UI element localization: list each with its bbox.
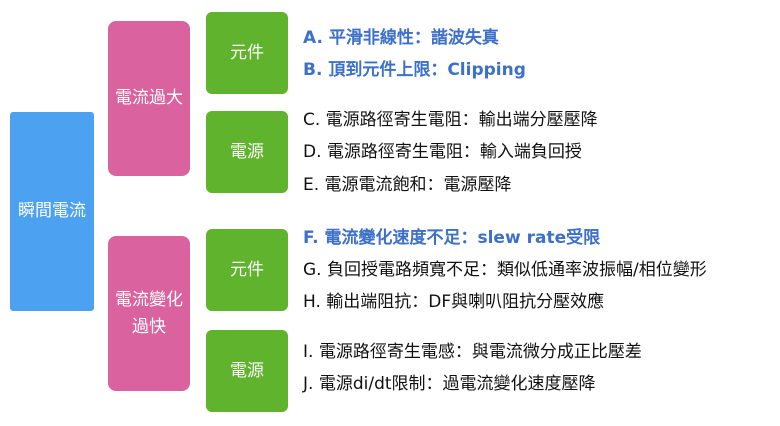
branch-node-fast-current-change: 電流變化 過快 xyxy=(108,236,190,391)
cause-item-a: A. 平滑非線性：諧波失真 xyxy=(303,28,499,48)
group-node-power-supply: 電源 xyxy=(206,330,288,412)
cause-item-b: B. 頂到元件上限：Clipping xyxy=(303,60,526,80)
branch-label: 電流過大 xyxy=(115,88,183,108)
branch-label-line: 電流變化 xyxy=(115,289,183,310)
group-label: 元件 xyxy=(230,259,264,280)
group-label: 元件 xyxy=(230,42,264,63)
group-label: 電源 xyxy=(230,360,264,381)
cause-item-g: G. 負回授電路頻寬不足：類似低通率波振幅/相位變形 xyxy=(303,260,707,280)
cause-item-f: F. 電流變化速度不足：slew rate受限 xyxy=(303,228,601,248)
branch-label: 電流變化 過快 xyxy=(115,287,183,341)
root-label: 瞬間電流 xyxy=(18,201,86,221)
group-node-power-supply: 電源 xyxy=(206,111,288,193)
group-label: 電源 xyxy=(230,141,264,162)
root-node-instant-current: 瞬間電流 xyxy=(10,112,94,311)
cause-item-c: C. 電源路徑寄生電阻：輸出端分壓壓降 xyxy=(303,110,598,130)
cause-item-j: J. 電源di/dt限制：過電流變化速度壓降 xyxy=(303,374,596,394)
group-node-component: 元件 xyxy=(206,12,288,94)
branch-label-line: 過快 xyxy=(132,316,166,337)
cause-item-i: I. 電源路徑寄生電感：與電流微分成正比壓差 xyxy=(303,342,642,362)
group-node-component: 元件 xyxy=(206,229,288,311)
branch-node-excessive-current: 電流過大 xyxy=(108,21,190,176)
cause-item-e: E. 電源電流飽和：電源壓降 xyxy=(303,175,512,195)
cause-item-h: H. 輸出端阻抗：DF與喇叭阻抗分壓效應 xyxy=(303,292,605,312)
cause-item-d: D. 電源路徑寄生電阻：輸入端負回授 xyxy=(303,142,582,162)
